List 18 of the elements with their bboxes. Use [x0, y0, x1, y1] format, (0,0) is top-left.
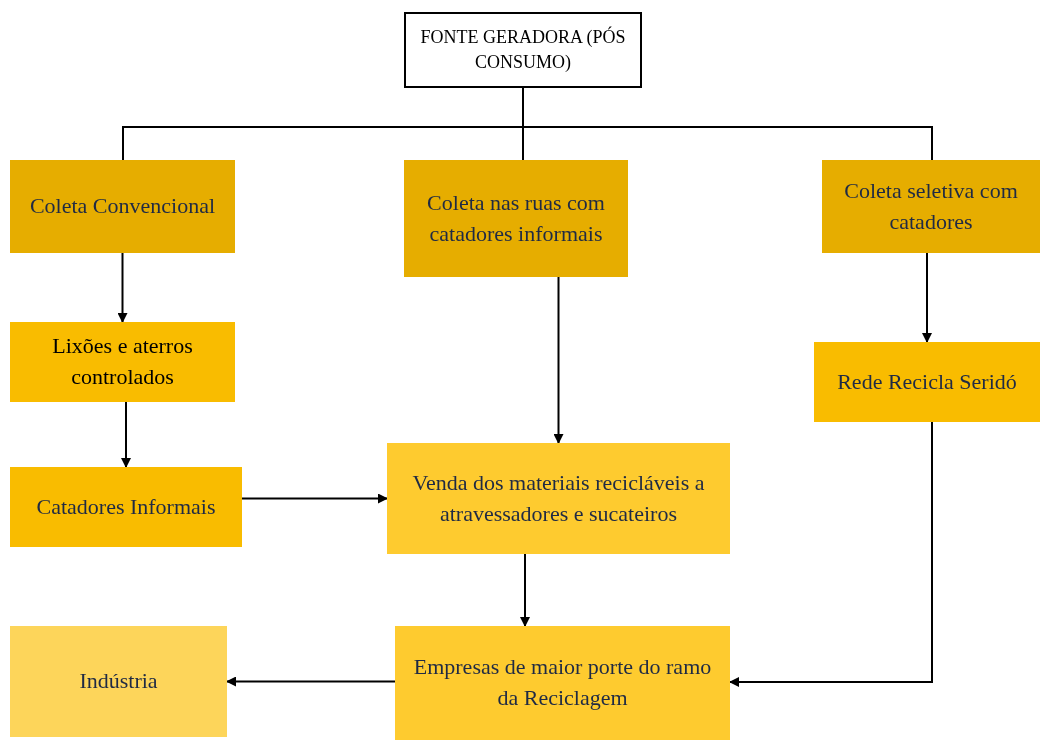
- source-box: FONTE GERADORA (PÓS CONSUMO): [404, 12, 642, 88]
- process-box: Coleta seletiva com catadores: [822, 160, 1040, 253]
- process-box: Rede Recicla Seridó: [814, 342, 1040, 422]
- process-box: Indústria: [10, 626, 227, 737]
- arrow: [553, 276, 564, 444]
- process-box: Coleta Convencional: [10, 160, 235, 253]
- process-box: Catadores Informais: [10, 467, 242, 547]
- arrow: [121, 401, 131, 468]
- arrow: [241, 493, 388, 504]
- arrow: [117, 252, 128, 323]
- arrow: [729, 421, 933, 687]
- process-box: Coleta nas ruas com catadores informais: [404, 160, 628, 277]
- process-box: Venda dos materiais recicláveis a atravessadores e sucateiros: [387, 443, 730, 554]
- process-box: Empresas de maior porte do ramo da Reciclagem: [395, 626, 730, 740]
- arrow: [922, 252, 932, 343]
- arrow: [520, 553, 530, 627]
- arrow: [226, 676, 396, 687]
- process-box: Lixões e aterros controlados: [10, 322, 235, 402]
